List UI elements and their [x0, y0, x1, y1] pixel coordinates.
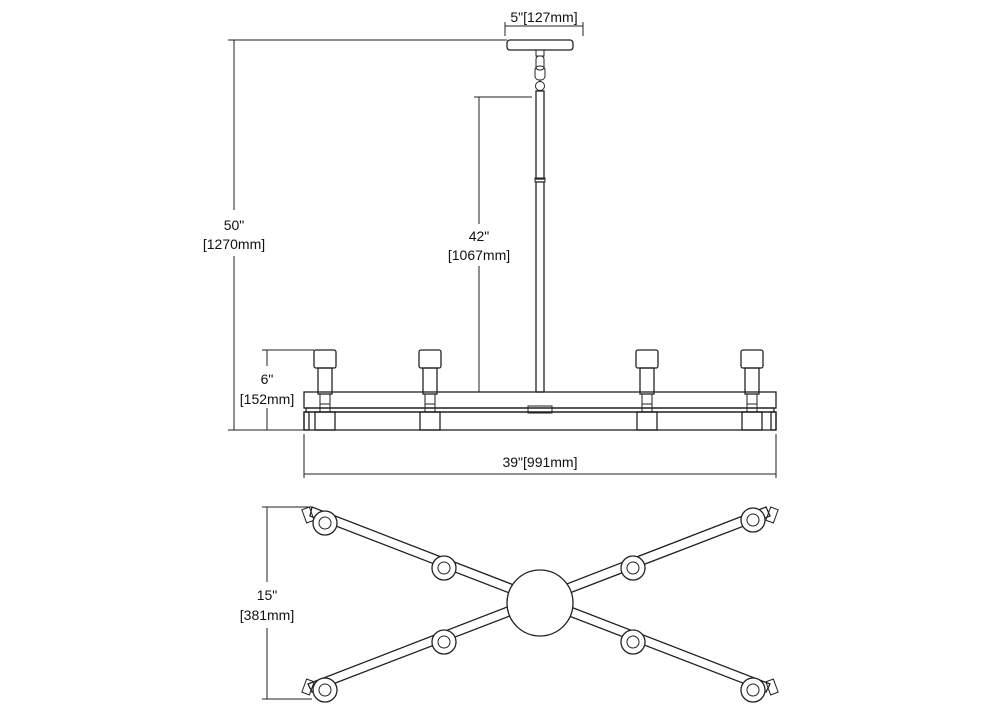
socket-top-right [740, 507, 766, 533]
center-hub [506, 569, 574, 637]
top-plan-view: 15" [381mm] [240, 506, 779, 703]
socket-bottom-mid-right [620, 629, 646, 655]
downrod [534, 90, 546, 393]
socket-bottom-mid-left [431, 629, 457, 655]
arm-2 [307, 506, 771, 693]
rod-length-mm: [1067mm] [448, 247, 510, 263]
light-socket-4 [740, 349, 764, 431]
fixture-depth-mm: [381mm] [240, 607, 294, 623]
overall-height-dimension: 50" [1270mm] [203, 39, 507, 431]
fixture-width-label: 39"[991mm] [502, 454, 577, 470]
light-socket-1 [313, 349, 337, 431]
light-socket-3 [635, 349, 659, 431]
fixture-height-mm: [152mm] [240, 391, 294, 407]
rod-length-dimension: 42" [1067mm] [448, 96, 532, 392]
socket-top-mid-right [620, 555, 646, 581]
canopy-width-label: 5"[127mm] [510, 9, 577, 25]
hanging-chain [534, 55, 546, 91]
overall-height-inches: 50" [224, 217, 245, 233]
socket-bottom-right [740, 677, 766, 703]
light-socket-2 [418, 349, 442, 431]
fixture-depth-inches: 15" [257, 587, 278, 603]
canopy-width-dimension: 5"[127mm] [504, 9, 584, 36]
socket-top-left [312, 510, 338, 536]
fixture-height-dimension: 6" [152mm] [240, 349, 314, 430]
fixture-width-dimension: 39"[991mm] [303, 434, 777, 478]
side-elevation-view: 5"[127mm] 50" [1270mm] 42" [1067mm] 6" [… [203, 9, 777, 478]
fixture-depth-dimension: 15" [381mm] [240, 506, 312, 700]
arm-1 [309, 506, 771, 693]
rod-length-inches: 42" [469, 228, 490, 244]
socket-bottom-left [312, 677, 338, 703]
fixture-bar [303, 391, 777, 431]
canopy [506, 39, 574, 57]
socket-top-mid-left [431, 555, 457, 581]
arm-end-caps [301, 506, 779, 696]
overall-height-mm: [1270mm] [203, 236, 265, 252]
fixture-height-inches: 6" [261, 371, 274, 387]
